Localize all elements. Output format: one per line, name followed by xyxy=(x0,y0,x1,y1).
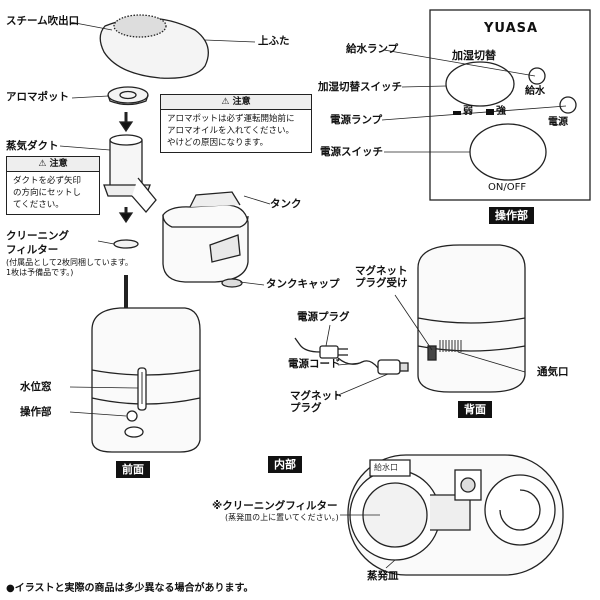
top-lid-illustration xyxy=(99,14,209,79)
cleaning-filter-illustration xyxy=(113,239,139,249)
cleaning-filter-label: クリーニング xyxy=(6,230,69,242)
weak-indicator-icon xyxy=(453,111,461,115)
inner-section-title: 内部 xyxy=(268,456,302,473)
strong-text: 強 xyxy=(496,106,506,117)
tank-illustration xyxy=(162,191,249,288)
steam-outlet-label: スチーム吹出口 xyxy=(6,15,80,27)
vent-label: 通気口 xyxy=(537,366,569,378)
water-window-label: 水位窓 xyxy=(20,381,52,393)
control-section-title: 操作部 xyxy=(489,207,534,224)
brand-logo: YUASA xyxy=(484,21,539,36)
power-lamp-text: 電源 xyxy=(548,117,568,128)
duct-notice: ⚠ 注意 ダクトを必ず矢印 の方向にセットし てください。 xyxy=(6,156,100,215)
power-lamp-callout: 電源ランプ xyxy=(330,114,383,126)
inner-view-illustration xyxy=(347,454,564,576)
water-lamp-callout: 給水ランプ xyxy=(346,43,399,55)
aroma-notice-body: アロマポットは必ず運転開始前に アロマオイルを入れてください。 やけどの原因にな… xyxy=(167,114,295,148)
warning-icon: ⚠ xyxy=(38,159,47,169)
water-supply-tag: 給水口 xyxy=(374,463,398,472)
power-switch-shape xyxy=(469,123,547,181)
magnet-plug-label: マグネット プラグ xyxy=(290,390,343,415)
duct-notice-title: 注意 xyxy=(49,159,68,169)
back-unit-illustration xyxy=(417,244,526,393)
front-section-title: 前面 xyxy=(116,461,150,478)
onoff-text: ON/OFF xyxy=(488,182,527,193)
humidify-switch-callout: 加湿切替スイッチ xyxy=(318,81,402,93)
strong-indicator-icon xyxy=(486,109,494,115)
warning-icon: ⚠ xyxy=(221,97,230,107)
front-unit-illustration xyxy=(91,307,201,453)
back-section-title: 背面 xyxy=(458,401,492,418)
evap-dish-label: 蒸発皿 xyxy=(367,570,399,582)
humidify-switch-shape xyxy=(445,61,515,107)
power-cord-illustration xyxy=(294,337,409,375)
power-lamp-shape xyxy=(559,96,577,114)
steam-duct-label: 蒸気ダクト xyxy=(6,140,59,152)
inner-filter-note: (蒸発皿の上に置いてください。) xyxy=(225,513,339,522)
footnote: ●イラストと実際の商品は多少異なる場合があります。 xyxy=(6,583,254,594)
inner-filter-label: ※クリーニングフィルター xyxy=(212,500,338,512)
steam-duct-illustration xyxy=(103,134,157,214)
power-plug-label: 電源プラグ xyxy=(297,311,350,323)
power-switch-callout: 電源スイッチ xyxy=(320,146,383,158)
control-part-label: 操作部 xyxy=(20,406,52,418)
aroma-pot-illustration xyxy=(107,86,149,106)
weak-text: 弱 xyxy=(463,106,473,117)
water-lamp-text: 給水 xyxy=(525,86,545,97)
magnet-receiver-label: マグネット プラグ受け xyxy=(355,265,408,290)
water-lamp-shape xyxy=(528,67,546,85)
top-lid-label: 上ふた xyxy=(258,35,290,47)
tank-label: タンク xyxy=(270,198,302,210)
tank-cap-label: タンクキャップ xyxy=(266,278,340,290)
power-cord-label: 電源コード xyxy=(288,358,341,370)
humidify-switch-text: 加湿切替 xyxy=(452,49,496,62)
aroma-pot-label: アロマポット xyxy=(6,91,69,103)
cleaning-filter-label-2: フィルター xyxy=(6,244,59,256)
aroma-notice-title: 注意 xyxy=(232,97,251,107)
duct-notice-body: ダクトを必ず矢印 の方向にセットし てください。 xyxy=(13,176,82,210)
cleaning-filter-note: (付属品として2枚同梱しています。 1枚は予備品です。) xyxy=(6,258,133,277)
aroma-notice: ⚠ 注意 アロマポットは必ず運転開始前に アロマオイルを入れてください。 やけど… xyxy=(160,94,312,153)
